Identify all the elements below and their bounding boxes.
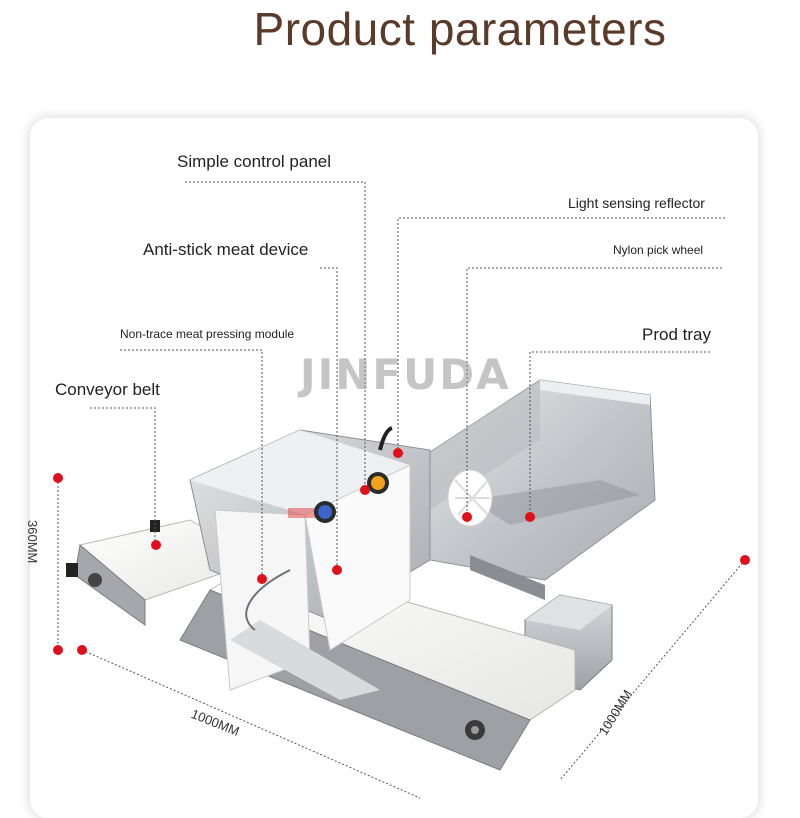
label-pressing-module: Non-trace meat pressing module: [120, 327, 295, 341]
page-title: Product parameters: [253, 3, 667, 55]
label-prod-tray: Prod tray: [642, 325, 711, 344]
label-anti-stick: Anti-stick meat device: [143, 240, 309, 259]
watermark-logo: JINFUDA: [300, 350, 511, 399]
dimension-height: 360MM: [25, 520, 40, 564]
label-light-sensor: Light sensing reflector: [568, 195, 705, 211]
machine-illustration: [53, 181, 750, 799]
cable: [245, 569, 291, 631]
prod-tray-unit: [429, 379, 656, 600]
callout-markers: [53, 448, 750, 655]
label-control-panel: Simple control panel: [177, 152, 332, 171]
callout-lines: [57, 181, 746, 799]
label-nylon-wheel: Nylon pick wheel: [613, 243, 704, 257]
sensor-arm: [378, 426, 393, 451]
control-panel: [314, 472, 389, 523]
label-conveyor-belt: Conveyor belt: [55, 380, 160, 399]
nylon-wheel: [447, 469, 493, 527]
